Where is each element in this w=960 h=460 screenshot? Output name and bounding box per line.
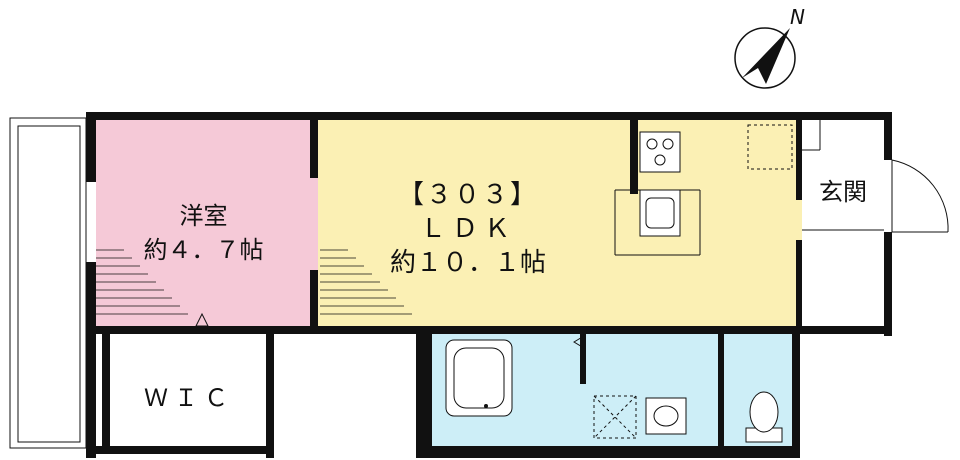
ldk-room-name: ＬＤＫ <box>419 214 516 244</box>
entrance-name: 玄関 <box>819 178 867 206</box>
wic-name: ＷＩＣ <box>144 384 234 412</box>
western-room <box>96 118 318 326</box>
western-room-area: 約４．７帖 <box>143 236 264 264</box>
unit-number: 【３０３】 <box>397 180 538 210</box>
kitchen-sink-icon <box>639 189 681 237</box>
toilet-icon <box>745 391 783 443</box>
wic-room <box>110 334 268 446</box>
ldk-room-area: 約１０．１帖 <box>389 248 546 278</box>
western-room-name: 洋室 <box>179 202 228 230</box>
stair-marks <box>96 249 412 315</box>
compass-label: N <box>790 5 805 29</box>
balcony <box>9 117 87 449</box>
north-compass-icon: N <box>734 5 805 89</box>
entrance-area <box>802 118 884 326</box>
stove-icon <box>639 131 681 173</box>
bathtub-icon <box>445 339 513 417</box>
walls <box>86 112 892 458</box>
ldk-room <box>318 118 802 326</box>
washing-machine-space-icon <box>593 395 637 439</box>
washbasin-icon <box>645 397 687 435</box>
